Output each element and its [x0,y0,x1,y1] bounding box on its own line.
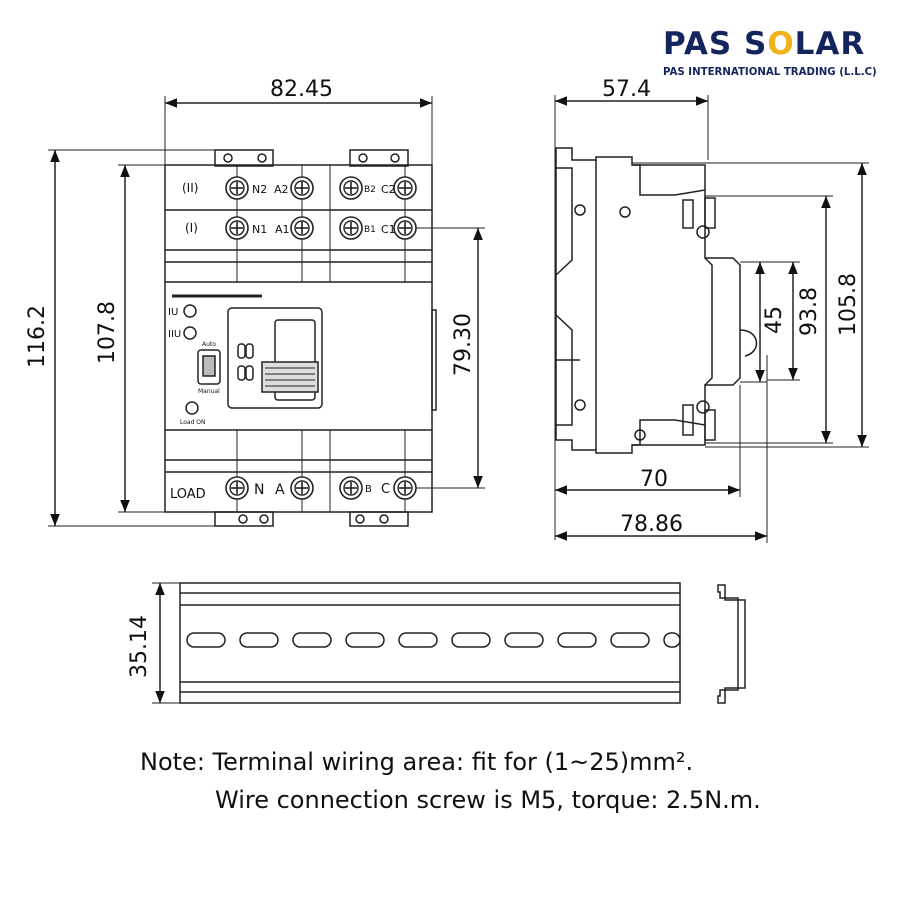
terminal-label-b2: B2 [364,185,376,195]
terminal-label-b: B [365,484,372,495]
side-profile [555,147,741,454]
terminal-label-c2: C2 [381,183,396,196]
dim-78-86-label: 78.86 [620,512,683,537]
row-label-ii: (II) [182,181,198,195]
side-view [554,95,869,543]
dim-depth-top-label: 57.4 [602,77,651,102]
dim-93-8-label: 93.8 [797,287,822,336]
logo-sun-letter: O [767,26,795,62]
control-window [227,307,323,409]
logo-brand-right: LAR [794,26,866,62]
dim-105-8-label: 105.8 [836,273,861,336]
switch-label-manual: Manual [198,388,220,395]
terminal-label-a1: A1 [275,223,290,236]
note-line-2: Wire connection screw is M5, torque: 2.5… [215,786,761,814]
dim-70-label: 70 [640,467,668,492]
load-on-label: Load ON [180,419,206,426]
terminal-label-n: N [254,482,264,498]
logo-subtitle: PAS INTERNATIONAL TRADING (L.L.C) [663,67,877,78]
din-rail-view [152,582,746,704]
front-view [48,96,485,527]
dim-height-outer-label: 116.2 [25,305,50,368]
terminal-label-a: A [275,482,285,498]
terminal-label-c: C [381,482,390,497]
dim-terminal-span-label: 79.30 [451,313,476,376]
logo-brand-left: PAS S [663,26,768,62]
rail-profile [717,584,746,704]
dim-height-inner-label: 107.8 [95,301,120,364]
terminal-label-a2: A2 [274,183,289,196]
din-rail [179,582,681,704]
pas-solar-logo: PAS SOLAR PAS INTERNATIONAL TRADING (L.L… [663,26,893,90]
rail-slots [186,632,681,648]
terminal-label-c1: C1 [381,223,396,236]
load-label: LOAD [170,487,206,502]
indicator-label-iu: IU [168,307,178,318]
dim-45-label: 45 [762,306,787,334]
dim-width-label: 82.45 [270,77,333,102]
terminal-label-n2: N2 [252,183,267,196]
indicator-load-on [185,401,199,415]
terminal-label-n1: N1 [252,223,267,236]
terminal-label-b1: B1 [364,225,376,235]
logo-brand: PAS SOLAR [663,26,893,62]
note-line-1: Note: Terminal wiring area: fit for (1~2… [140,748,694,776]
indicator-iu [183,304,197,318]
row-label-i: (I) [185,221,198,235]
dim-rail-height-label: 35.14 [127,615,152,678]
switch-handle [261,361,319,393]
indicator-iiu [183,326,197,340]
indicator-label-iiu: IIU [168,329,181,340]
auto-manual-selector [197,349,221,385]
side-lever [739,329,758,357]
switch-label-auto: Auto [202,341,216,348]
